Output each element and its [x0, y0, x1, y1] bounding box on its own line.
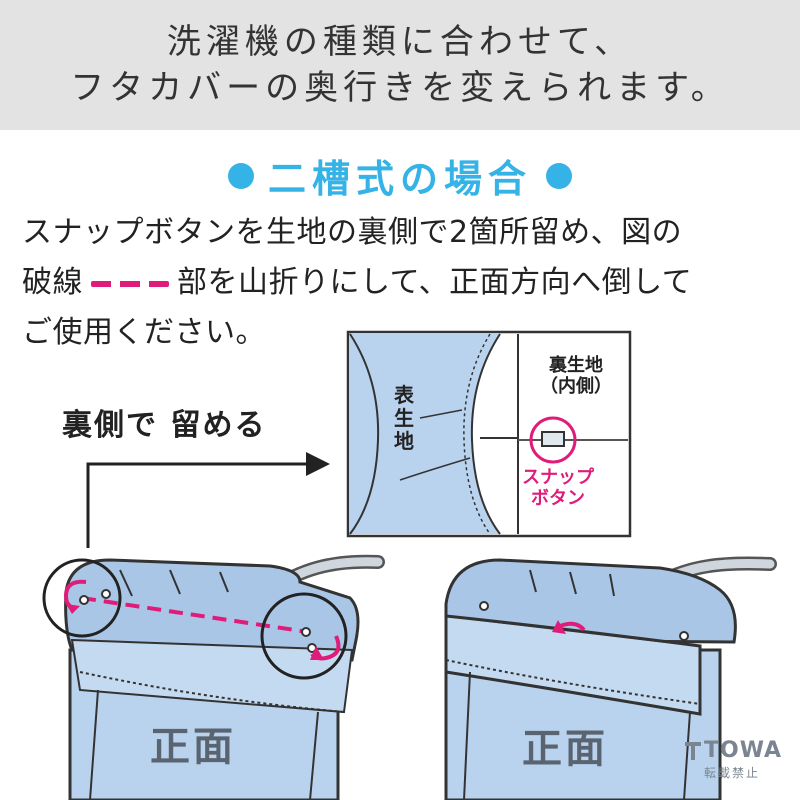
banner-line-1: 洗濯機の種類に合わせて、 — [166, 22, 634, 62]
right-washer — [444, 556, 777, 800]
fold-line — [81, 596, 309, 634]
logo-note-text: 転載禁止 — [704, 766, 761, 780]
brand-logo: TOWA 転載禁止 — [682, 736, 792, 786]
left-washer — [42, 554, 385, 800]
back-fabric-label: 裏生地 （内側） — [534, 355, 618, 397]
instructions: スナップボタンを生地の裏側で2箇所留め、図の 破線 部を山折りにして、正面方向へ倒… — [22, 208, 792, 358]
towa-logo-icon — [685, 742, 701, 760]
snap-button-label: スナップ ボタン — [516, 467, 600, 509]
detail-drawing — [349, 333, 628, 535]
fold-down-arrow-icon — [559, 621, 586, 632]
callout-text: 裏側で 留める — [62, 408, 267, 443]
washer-cover-top — [64, 558, 360, 662]
section-title: 二槽式の場合 — [0, 148, 800, 203]
instruction-line-1: スナップボタンを生地の裏側で2箇所留め、図の — [22, 215, 683, 250]
dashed-line-icon — [91, 280, 169, 287]
cover-front-skirt — [70, 638, 354, 714]
bullet-dot-icon — [227, 162, 254, 189]
instruction-line-2-start: 破線 — [22, 265, 83, 300]
instruction-line-3: ご使用ください。 — [22, 315, 266, 350]
front-fabric-label: 表生地 — [394, 383, 414, 453]
logo-brand-text: TOWA — [704, 738, 783, 763]
back-fabric-label-2: （内側） — [540, 375, 612, 397]
left-front-label: 正面 — [150, 724, 236, 770]
callout-arrow-icon — [306, 452, 330, 476]
left-zoom-circle — [42, 558, 122, 638]
bullet-dot-icon — [546, 162, 572, 189]
top-banner: 洗濯機の種類に合わせて、 フタカバーの奥行きを変えられます。 — [0, 0, 800, 130]
right-zoom-circle — [260, 592, 348, 680]
instruction-line-2: 破線 部を山折りにして、正面方向へ倒して — [22, 258, 792, 308]
snap-highlight-circle — [529, 416, 577, 464]
snap-button-label-2: ボタン — [531, 487, 585, 509]
instruction-line-2-end: 部を山折りにして、正面方向へ倒して — [177, 265, 693, 300]
banner-line-2: フタカバーの奥行きを変えられます。 — [70, 68, 730, 108]
section-title-text: 二槽式の場合 — [267, 157, 532, 201]
back-fabric-label-1: 裏生地 — [549, 355, 603, 376]
right-front-label: 正面 — [522, 726, 608, 772]
detail-frame — [346, 330, 632, 538]
snap-button-label-1: スナップ — [522, 467, 594, 488]
callout-connector-line — [86, 462, 306, 548]
